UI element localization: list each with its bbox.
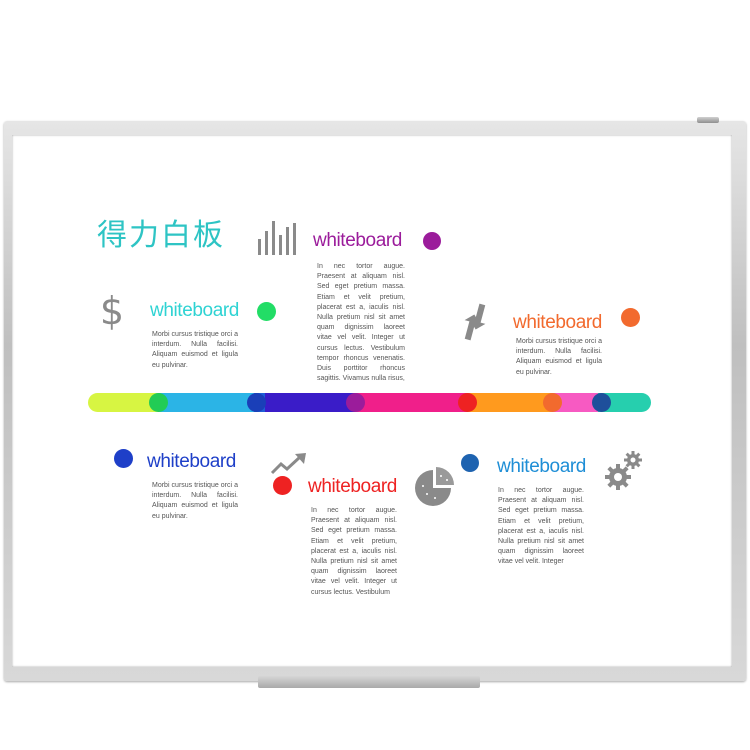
block-heading: whiteboard <box>313 230 402 251</box>
exchange-arrows-icon <box>464 303 486 341</box>
block-text: In nec tortor augue. Praesent at aliquam… <box>311 507 397 596</box>
orange-dot <box>621 308 640 327</box>
timeline-segment <box>552 393 604 412</box>
timeline-node <box>458 393 477 412</box>
timeline-node <box>346 393 365 412</box>
timeline-segment <box>598 393 651 412</box>
timeline-segment <box>355 393 472 412</box>
block-text: In nec tortor augue. Praesent at aliquam… <box>498 487 584 566</box>
block-heading: whiteboard <box>147 451 236 472</box>
svg-text:$: $ <box>100 290 124 330</box>
block-text: Morbi cursus tristique orci a interdum. … <box>152 331 238 369</box>
green-dot <box>257 302 276 321</box>
block-heading: whiteboard <box>513 312 602 333</box>
timeline-node <box>247 393 266 412</box>
red-dot <box>273 476 292 495</box>
gears-icon <box>605 451 642 490</box>
block-heading: whiteboard <box>497 456 586 477</box>
block-text: Morbi cursus tristique orci a interdum. … <box>152 482 238 520</box>
blue-dot <box>114 449 133 468</box>
timeline-node <box>149 393 168 412</box>
timeline-node <box>543 393 562 412</box>
timeline-segment <box>88 393 164 412</box>
board-title: 得力白板 <box>97 218 225 253</box>
marker-tray <box>258 676 480 688</box>
block-text: Morbi cursus tristique orci a interdum. … <box>516 338 602 376</box>
timeline-segment <box>265 393 360 412</box>
timeline-segment <box>467 393 557 412</box>
purple-dot <box>423 232 441 250</box>
block-heading: whiteboard <box>308 476 397 497</box>
frame-clip <box>697 117 719 123</box>
navy-dot <box>461 454 479 472</box>
block-heading: whiteboard <box>150 300 239 321</box>
trend-up-icon <box>270 453 306 475</box>
timeline-segment <box>158 393 254 412</box>
pie-chart-icon <box>415 467 454 506</box>
dollar-icon: $ <box>100 290 124 330</box>
block-text: In nec tortor augue. Praesent at aliquam… <box>317 263 405 383</box>
bar-chart-icon <box>258 221 296 255</box>
timeline-node <box>592 393 611 412</box>
